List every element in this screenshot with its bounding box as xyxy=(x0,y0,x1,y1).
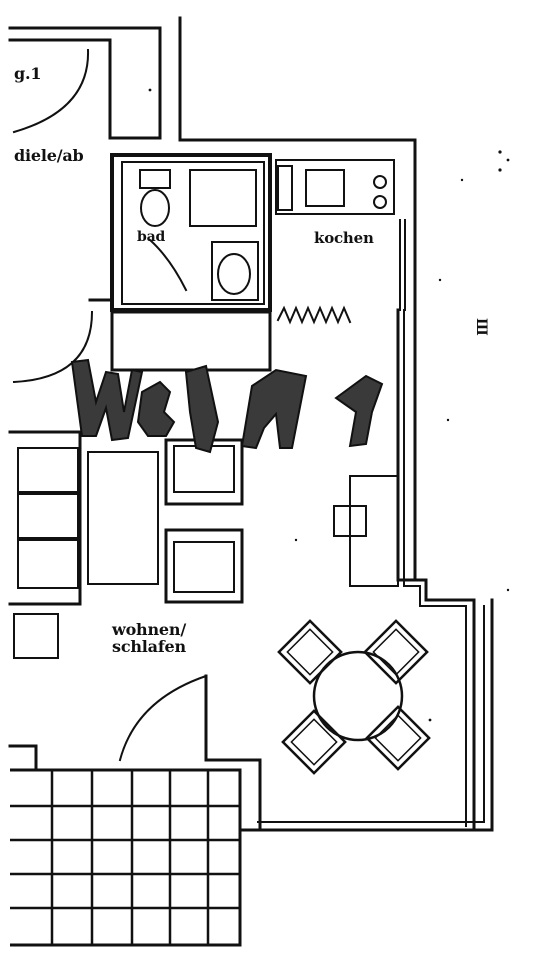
wall-bottom xyxy=(238,598,494,832)
toilet-tank xyxy=(139,169,171,189)
side-table xyxy=(13,613,59,659)
room-label-kitchen: kochen xyxy=(314,229,374,247)
dining-table xyxy=(312,650,404,742)
sofa-cushion-1 xyxy=(17,447,79,493)
wall-top-right xyxy=(178,16,417,582)
door-arc-bad xyxy=(148,238,188,292)
armchair-bottom-seat xyxy=(173,541,235,593)
wall-living-right-inner xyxy=(403,309,467,827)
bathroom-inner xyxy=(121,161,265,305)
stool xyxy=(333,505,367,537)
room-label-diele: diele/ab xyxy=(14,146,84,165)
room-label-living: wohnen/ schlafen xyxy=(112,620,186,656)
graffiti-scribble xyxy=(70,358,384,454)
stove-burner-top xyxy=(373,175,387,189)
wall-partition xyxy=(88,298,272,372)
kitchen-left-unit xyxy=(277,165,293,211)
sink-cabinet xyxy=(211,241,259,301)
wall-bathroom xyxy=(110,153,272,312)
stove-burner-bottom xyxy=(373,195,387,209)
radiator xyxy=(276,305,352,325)
dining-chair-bl xyxy=(281,709,347,775)
cabinet-right xyxy=(349,475,399,587)
wall-bottom-inner xyxy=(257,605,485,823)
dining-chair-tl xyxy=(277,619,343,685)
kitchen-sink xyxy=(305,169,345,207)
wall-kitchen-right xyxy=(399,219,406,311)
side-mark: Ш xyxy=(473,318,489,336)
wall-bottom-left xyxy=(8,744,38,772)
wall-living-right xyxy=(396,308,476,832)
wall-entrance xyxy=(204,674,262,832)
coffee-table xyxy=(87,451,159,585)
sink-bowl xyxy=(217,253,251,295)
dining-chair-br xyxy=(365,705,431,771)
door-arc-entrance xyxy=(118,674,208,762)
scan-speckles xyxy=(148,88,510,722)
sofa-cushion-2 xyxy=(17,493,79,539)
room-label-g1: g.1 xyxy=(14,64,42,83)
sofa-cushion-3 xyxy=(17,539,79,589)
sofa-left xyxy=(8,430,82,606)
toilet-bowl xyxy=(140,189,170,227)
balcony-grid xyxy=(10,768,242,947)
room-label-bad: bad xyxy=(137,229,166,245)
wall-room-g1 xyxy=(8,26,162,140)
door-arc-g1 xyxy=(12,48,90,134)
armchair-bottom xyxy=(164,528,244,604)
dining-chair-tr xyxy=(363,619,429,685)
shower-tray xyxy=(189,169,257,227)
kitchen-counter xyxy=(275,159,395,215)
